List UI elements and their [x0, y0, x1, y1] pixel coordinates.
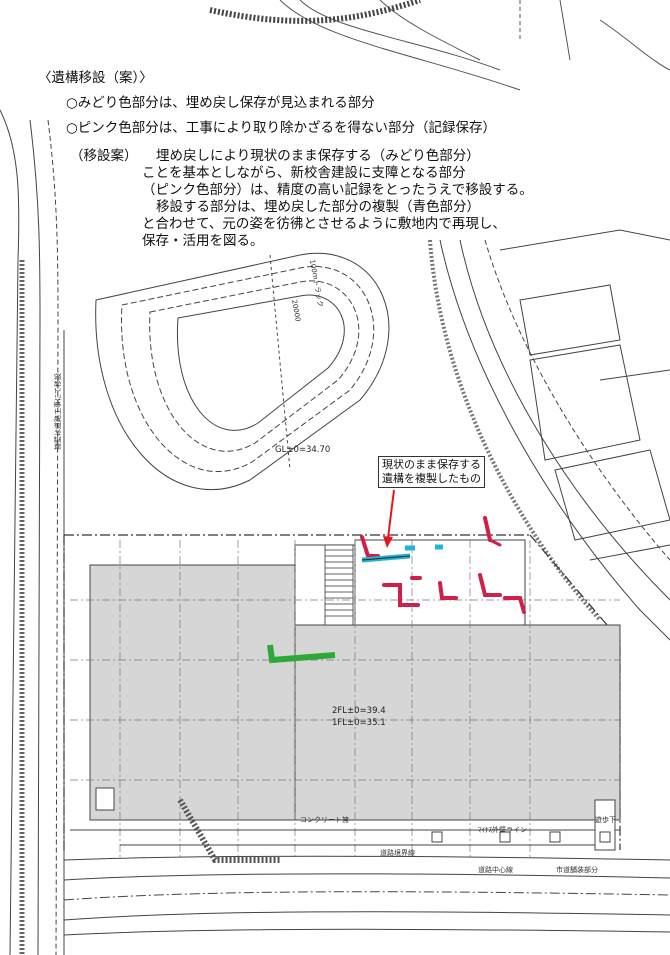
bottom-note3-label: 遊歩下: [595, 815, 616, 824]
notes-proposal-label: （移設案）: [70, 148, 138, 164]
notes-proposal-line-1: 埋め戻しにより現状のまま保存する（みどり色部分）: [156, 148, 480, 164]
right-diagonal-road: [428, 239, 670, 641]
remains-green: [267, 644, 336, 664]
running-track: [95, 252, 390, 491]
hatched-ramp: [177, 798, 280, 863]
callout-line-1: 現状のまま保存する: [382, 458, 481, 471]
callout-line-2: 遺構を複製したもの: [382, 472, 481, 485]
track-gl-label: GL±0=34.70: [275, 445, 330, 455]
notes-proposal-line-4: 移設する部分は、埋め戻した部分の複製（青色部分）: [156, 199, 480, 215]
notes-proposal-line-6: 保存・活用を図る。: [142, 233, 264, 249]
left-note-label: 擁壁は道路工事にて移設: [53, 373, 62, 450]
lower-road: [63, 829, 670, 936]
left-road: [0, 109, 65, 955]
remains-dark: [361, 555, 411, 561]
road-line-label: ﾏｲﾅｽ外壁ライン: [478, 825, 527, 834]
bottom-structures: [95, 787, 616, 851]
callout-arrow: [383, 489, 395, 548]
hatched-wall-top: [209, 0, 421, 24]
notes-green-line: ○みどり色部分は、埋め戻し保存が見込まれる部分: [66, 95, 375, 111]
callout-box: 現状のまま保存する 遺構を複製したもの: [378, 456, 485, 488]
remains-pink: [360, 516, 526, 614]
bottom-note1-label: 市道舗装部分: [556, 865, 598, 874]
road-sidewalk-label: 道路境界線: [380, 848, 415, 857]
stair: [324, 544, 354, 626]
notes-heading: 〈遺構移設（案）〉: [38, 70, 153, 86]
floor-1fl-label: 1FL±0=35.1: [332, 718, 386, 728]
building-footprint: [89, 539, 621, 821]
floor-2fl-label: 2FL±0=39.4: [332, 706, 386, 716]
track-dim-label: 20000: [290, 299, 302, 322]
notes-proposal-line-5: と合わせて、元の姿を彷彿とさせるように敷地内で再現し、: [142, 216, 506, 232]
notes-pink-line: ○ピンク色部分は、工事により取り除かざるを得ない部分（記録保存）: [66, 120, 497, 136]
track-name-label: 100mトラック: [308, 259, 324, 308]
road-center-label: 道路中心線: [478, 865, 513, 874]
structural-grid: [70, 540, 620, 860]
notes-proposal-line-3: （ピンク色部分）は、精度の高い記録をとったうえで移設する。: [142, 182, 533, 198]
right-buildings: [499, 229, 670, 561]
notes-proposal-line-2: ことを基本としながら、新校舎建設に支障となる部分: [142, 165, 466, 181]
upper-curved-roads: [279, 0, 670, 91]
bottom-note2-label: コンクリート擁: [300, 815, 349, 824]
